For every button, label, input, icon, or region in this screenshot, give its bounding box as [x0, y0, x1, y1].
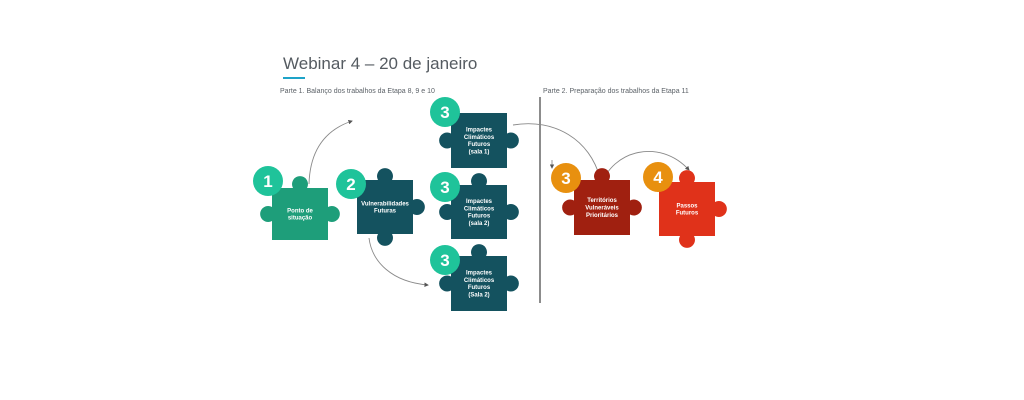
piece-label-line: Futuros [468, 214, 491, 220]
step-badge [336, 169, 366, 199]
piece-label-line: Prioritários [586, 213, 619, 219]
piece-label-line: Impactes [466, 127, 493, 133]
step-badge [430, 97, 460, 127]
page-title: Webinar 4 – 20 de janeiro [283, 54, 478, 73]
puzzle-shape [439, 113, 519, 168]
piece-label-line: Vulnerabilidades [361, 201, 409, 207]
piece-label-line: Impactes [466, 199, 493, 205]
puzzle-shape [659, 170, 727, 248]
puzzle-shape [562, 168, 642, 235]
puzzle-shape [357, 168, 425, 246]
title-underline [283, 77, 305, 79]
piece-label-line: Vulneráveis [585, 206, 619, 212]
piece-label-line: Territórios [587, 198, 617, 204]
piece-label-line: Passos [676, 203, 698, 209]
arrow-to-territorios [512, 123, 601, 179]
step-badge-number: 3 [440, 251, 449, 270]
step-badge-number: 3 [561, 169, 570, 188]
step-badge-number: 3 [440, 178, 449, 197]
piece-label-line: (Sala 2) [468, 293, 489, 299]
piece-label-line: situação [288, 216, 313, 222]
step-badge-number: 1 [263, 172, 272, 191]
arrow-to-sala2b [368, 237, 429, 287]
part2-label: Parte 2. Preparação dos trabalhos da Eta… [543, 88, 689, 95]
step-badge-number: 2 [346, 175, 355, 194]
step-badge [430, 245, 460, 275]
piece-label-line: Futuras [374, 209, 397, 215]
piece-label-line: Climáticos [464, 135, 495, 141]
step-badge [430, 172, 460, 202]
piece-label-line: (sala 1) [469, 150, 490, 156]
puzzle-piece-ponto: Ponto de situação 1 [253, 166, 340, 240]
step-badge [551, 163, 581, 193]
piece-label-line: Futuros [676, 211, 699, 217]
section-divider [539, 97, 541, 303]
step-badge [253, 166, 283, 196]
piece-label-line: (sala 2) [469, 221, 490, 227]
part1-label: Parte 1. Balanço dos trabalhos da Etapa … [280, 88, 435, 95]
puzzle-shape [260, 176, 340, 240]
piece-label-line: Impactes [466, 270, 493, 276]
piece-label-line: Futuros [468, 142, 491, 148]
piece-label-line: Ponto de [287, 208, 313, 214]
piece-label-line: Climáticos [464, 278, 495, 284]
step-badge [643, 162, 673, 192]
step-badge-number: 4 [653, 168, 663, 187]
arrow-to-impactos [308, 120, 353, 185]
step-badge-number: 3 [440, 103, 449, 122]
piece-label-line: Futuros [468, 285, 491, 291]
piece-label-line: Climáticos [464, 206, 495, 212]
